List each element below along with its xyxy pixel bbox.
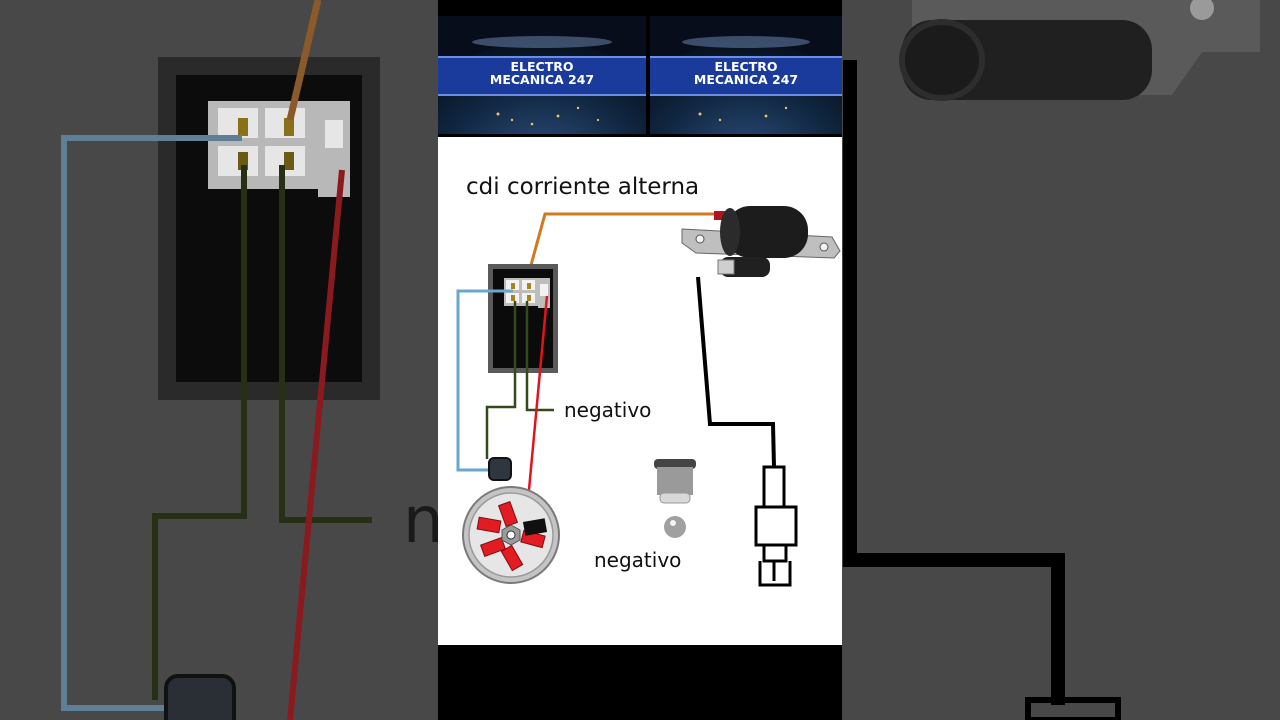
high-tension-wire — [696, 276, 776, 468]
blue-wire — [456, 289, 513, 472]
earth-background-icon — [650, 16, 842, 134]
wiring-diagram: cdi corriente alterna — [438, 137, 842, 645]
wiring-diagram-svg: cdi corriente alterna — [456, 174, 841, 587]
background-right — [842, 0, 1280, 720]
label-negativo-switch: negativo — [594, 548, 681, 572]
ignition-coil — [681, 206, 841, 277]
background-left-art: n — [0, 0, 438, 720]
red-wire — [524, 295, 549, 523]
label-negativo-cdi: negativo — [564, 398, 651, 422]
ignition-switch — [654, 459, 696, 538]
green-wire — [485, 301, 517, 459]
channel-name: ELECTRO MECANICA 247 — [650, 60, 842, 86]
cdi-connector — [504, 278, 550, 308]
channel-name-line1: ELECTRO — [714, 59, 778, 74]
diagram-title: cdi corriente alterna — [466, 174, 699, 200]
spark-plug — [754, 465, 798, 587]
earth-background-icon — [438, 16, 646, 134]
channel-name-line1: ELECTRO — [510, 59, 574, 74]
channel-name-line2: MECANICA 247 — [489, 72, 595, 87]
flywheel-magneto — [462, 486, 560, 584]
video-frame: ELECTRO MECANICA 247 — [438, 0, 842, 720]
cdi-module — [488, 264, 558, 373]
channel-name: ELECTRO MECANICA 247 — [438, 60, 646, 86]
channel-banner: ELECTRO MECANICA 247 — [438, 16, 646, 134]
background-right-art — [842, 0, 1280, 720]
orange-wire — [523, 212, 714, 288]
green-wire — [525, 301, 554, 412]
channel-banners: ELECTRO MECANICA 247 — [438, 16, 842, 134]
channel-banner: ELECTRO MECANICA 247 — [650, 16, 842, 134]
background-zoom-label: n — [403, 484, 438, 558]
background-left: n — [0, 0, 438, 720]
bottom-letterbox — [438, 645, 842, 720]
channel-name-line2: MECANICA 247 — [693, 72, 799, 87]
pickup-sensor — [488, 457, 512, 481]
